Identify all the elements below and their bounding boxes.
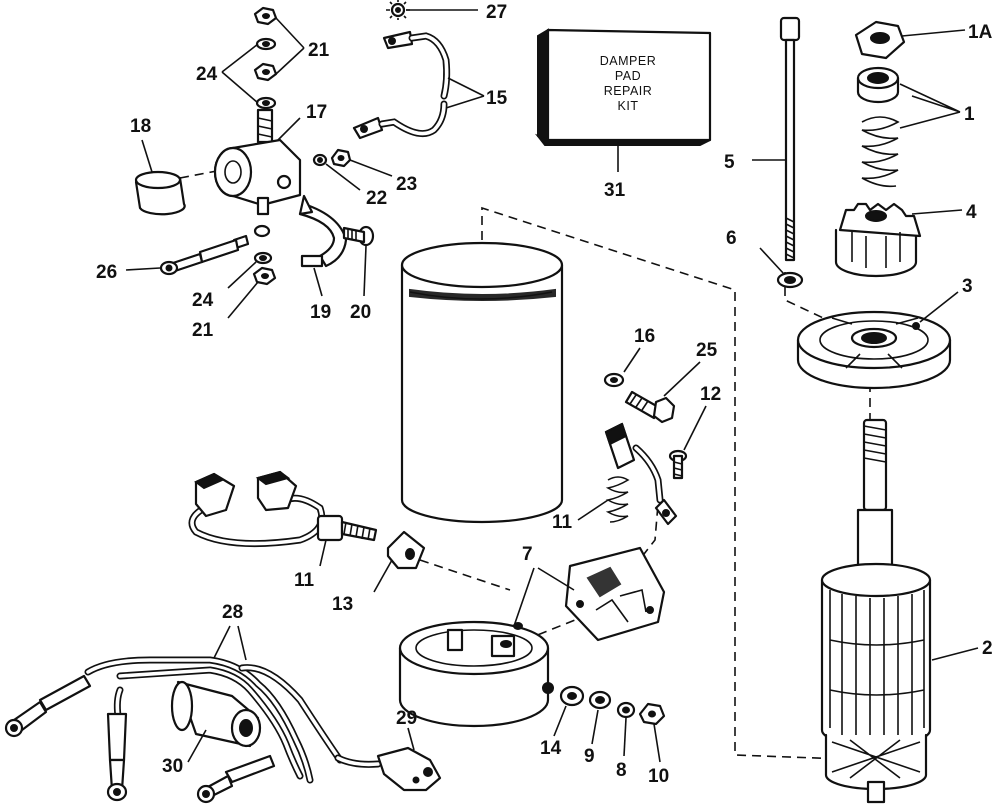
short-cable-26	[159, 224, 271, 276]
callout-12: 12	[700, 384, 721, 405]
callout-18: 18	[130, 116, 151, 137]
brush-11-right	[604, 422, 678, 526]
nut-10	[638, 702, 666, 726]
solenoid-bracket-19	[298, 194, 348, 268]
bracket-screw-20	[342, 225, 375, 247]
callout-26: 26	[96, 262, 117, 283]
solenoid-17	[213, 108, 302, 216]
lock-washer-8	[616, 701, 636, 719]
cable-terminal-29	[334, 746, 442, 792]
callout-11-right: 11	[552, 512, 573, 533]
terminal-boot-30	[170, 680, 262, 748]
screw-12	[668, 449, 688, 480]
kit-label-line-3: REPAIR	[604, 84, 653, 98]
callout-30: 30	[162, 756, 183, 777]
jumper-lead-15b	[352, 100, 448, 140]
return-spring-1	[861, 116, 900, 188]
callout-10: 10	[648, 766, 669, 787]
starter-frame-cylinder	[400, 241, 564, 524]
kit-label-line-1: DAMPER	[600, 54, 656, 68]
callout-29: 29	[396, 708, 417, 729]
callout-1a: 1A	[968, 22, 993, 43]
callout-23: 23	[396, 174, 417, 195]
solenoid-washer-24-top	[255, 37, 277, 51]
callout-8: 8	[616, 760, 627, 781]
terminal-bolt-25	[624, 390, 676, 424]
leader-lines	[125, 9, 979, 763]
washer-14	[559, 685, 585, 707]
nut-21-bottom	[252, 266, 277, 286]
callout-20: 20	[350, 302, 371, 323]
drive-end-cap-3	[796, 310, 952, 390]
callout-3: 3	[962, 276, 973, 297]
battery-cables-28	[4, 656, 344, 804]
callout-13: 13	[332, 594, 353, 615]
callout-4: 4	[966, 202, 977, 223]
callout-24-top: 24	[196, 64, 218, 85]
callout-17: 17	[306, 102, 327, 123]
callout-6: 6	[726, 228, 737, 249]
callout-31: 31	[604, 180, 626, 201]
callout-22: 22	[366, 188, 387, 209]
pinion-gear-4	[834, 202, 922, 278]
callout-21-bottom: 21	[192, 320, 214, 341]
washer-22	[312, 153, 328, 167]
brush-plate-7	[564, 546, 666, 642]
solenoid-sleeve-18	[134, 170, 186, 216]
drive-collar-1	[856, 66, 900, 104]
commutator-end-cap	[398, 620, 554, 728]
callout-25: 25	[696, 340, 718, 361]
callout-2: 2	[982, 638, 993, 659]
brush-spring-11	[605, 476, 630, 523]
through-bolt	[779, 16, 801, 262]
callout-11-left: 11	[294, 570, 315, 591]
callout-21-top: 21	[308, 40, 330, 61]
callout-15: 15	[486, 88, 508, 109]
washer-24-bottom	[253, 251, 273, 265]
clip-13	[386, 530, 426, 570]
drive-nut-1a	[854, 20, 906, 60]
washer-part-6	[776, 271, 804, 289]
washer-16	[603, 372, 625, 388]
damper-pad-repair-kit: DAMPER PAD REPAIR KIT	[534, 28, 712, 146]
callout-9: 9	[584, 746, 595, 767]
callout-5: 5	[724, 152, 735, 173]
callout-27: 27	[486, 2, 507, 23]
solenoid-nut-21-top	[253, 6, 278, 26]
callout-labels: 27 15 1A 1 5 4 6 3 2 31 17 21 24 18 22 2…	[96, 2, 993, 787]
armature-2	[820, 418, 932, 804]
kit-label-line-2: PAD	[615, 69, 641, 83]
brush-set-11-left	[188, 470, 378, 548]
solenoid-nut-21-mid	[253, 62, 278, 82]
solenoid-washer-24-mid	[255, 96, 277, 110]
callout-24-bottom: 24	[192, 290, 214, 311]
callout-16: 16	[634, 326, 655, 347]
kit-label-line-4: KIT	[618, 99, 639, 113]
callout-14: 14	[540, 738, 562, 759]
callout-1: 1	[964, 104, 975, 125]
nut-23	[330, 148, 352, 168]
callout-19: 19	[310, 302, 331, 323]
callout-28: 28	[222, 602, 243, 623]
washer-9	[588, 690, 612, 710]
jumper-lead-15a	[382, 30, 451, 100]
callout-7: 7	[522, 544, 533, 565]
